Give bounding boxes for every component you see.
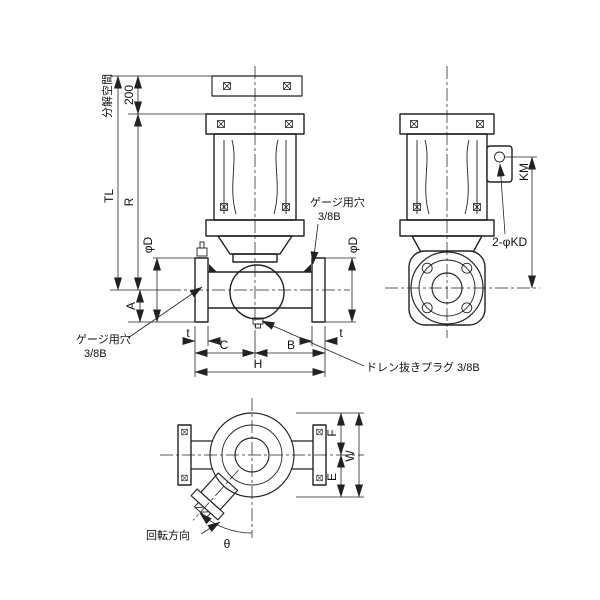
motor-adapter — [217, 235, 293, 255]
gauge-plug — [196, 247, 208, 257]
label-tl: TL — [102, 189, 116, 203]
plan-centerlines — [160, 398, 364, 538]
label-gauge-hole-bottom-size: 3/8B — [84, 348, 107, 360]
volute-casing — [229, 264, 285, 320]
side-labels: KM 2-φKD — [492, 163, 531, 249]
bolt-icon — [285, 120, 293, 128]
label-phi-d-left: φD — [141, 236, 155, 253]
plan-dimensions — [199, 412, 364, 535]
side-view: KM 2-φKD — [385, 66, 540, 338]
gauge-hole-mark-left — [209, 264, 217, 272]
bolt-icon — [283, 82, 291, 90]
plan-view: F W E 回転方向 θ — [146, 398, 364, 551]
label-w: W — [343, 450, 357, 462]
label-200: 200 — [122, 85, 136, 105]
bolt-icon — [217, 120, 225, 128]
side-centerlines — [385, 66, 540, 338]
label-km: KM — [517, 163, 531, 181]
bolt-icon — [223, 82, 231, 90]
bolt-icon — [476, 120, 484, 128]
label-theta: θ — [224, 537, 231, 551]
flange-bolt-hole — [461, 302, 473, 314]
gauge-hole-mark-right — [303, 264, 311, 272]
theta-arc — [199, 512, 253, 534]
label-2-phi-kd: 2-φKD — [492, 235, 527, 249]
label-c: C — [220, 338, 229, 352]
rotation-arrow — [200, 521, 221, 535]
plan-labels: F W E 回転方向 θ — [146, 429, 357, 551]
label-gauge-hole-top-size: 3/8B — [318, 211, 341, 223]
label-phi-d-right: φD — [346, 236, 360, 253]
label-e: E — [325, 473, 339, 481]
label-b: B — [287, 338, 295, 352]
front-dimensions — [110, 75, 365, 377]
front-labels: 分解空間 200 TL R φD A φD ゲージ用穴 3/8B t t C B… — [76, 74, 480, 374]
label-t-left: t — [186, 326, 190, 340]
label-disassembly-space: 分解空間 — [100, 74, 114, 118]
label-r: R — [122, 197, 136, 206]
label-f: F — [325, 429, 339, 436]
bolt-icon — [410, 120, 418, 128]
label-t-right: t — [339, 326, 343, 340]
flange-bolt-hole — [461, 262, 473, 274]
label-gauge-hole-bottom: ゲージ用穴 — [76, 332, 131, 346]
flange-bolt-hole — [421, 302, 433, 314]
label-drain-plug: ドレン抜きプラグ 3/8B — [366, 360, 480, 374]
label-h: H — [254, 357, 263, 371]
label-rotation-direction: 回転方向 — [146, 528, 190, 542]
flange-bolt-hole — [421, 262, 433, 274]
label-a: A — [124, 302, 138, 310]
conduit-hole — [494, 151, 505, 163]
disassembly-space-box — [211, 75, 303, 97]
side-dimensions — [496, 156, 537, 289]
terminal-box — [486, 145, 513, 183]
front-view: 分解空間 200 TL R φD A φD ゲージ用穴 3/8B t t C B… — [76, 66, 480, 377]
label-gauge-hole-top: ゲージ用穴 — [310, 195, 365, 209]
pump-casing-front — [194, 241, 326, 329]
